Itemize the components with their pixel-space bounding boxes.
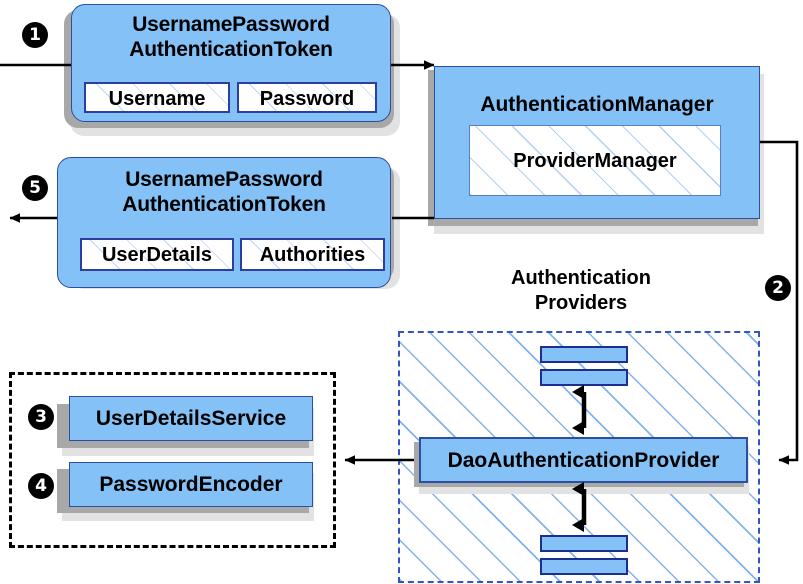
response-token-title: UsernamePassword AuthenticationToken <box>58 167 390 217</box>
provider-manager-box[interactable]: ProviderManager <box>469 125 721 196</box>
step-badge-5: 5 <box>22 175 48 201</box>
response-token-title-line1: UsernamePassword <box>125 168 323 191</box>
dao-authentication-provider-card[interactable]: DaoAuthenticationProvider <box>419 437 748 483</box>
authentication-provider-bar-2[interactable] <box>540 369 628 386</box>
request-token-card[interactable]: UsernamePassword AuthenticationToken Use… <box>71 4 391 122</box>
response-token-slot-userdetails[interactable]: UserDetails <box>80 238 234 271</box>
step-badge-4: 4 <box>28 473 54 499</box>
step-badge-2: 2 <box>765 275 791 301</box>
step-badge-1: 1 <box>22 22 48 48</box>
authentication-provider-bar-4[interactable] <box>540 558 628 575</box>
provider-manager-label: ProviderManager <box>513 150 677 172</box>
response-token-slot-authorities[interactable]: Authorities <box>240 238 385 271</box>
userdetailsservice-card[interactable]: UserDetailsService <box>69 396 313 441</box>
authentication-providers-label-line1: Authentication <box>511 267 651 289</box>
line-manager-to-provider <box>760 140 799 465</box>
authentication-provider-bar-3[interactable] <box>540 535 628 552</box>
request-token-title: UsernamePassword AuthenticationToken <box>72 12 390 62</box>
authentication-providers-label: Authentication Providers <box>470 266 692 316</box>
request-token-title-line1: UsernamePassword <box>132 13 330 36</box>
authentication-provider-bar-1[interactable] <box>540 346 628 363</box>
authentication-manager-title: AuthenticationManager <box>480 93 714 116</box>
passwordencoder-card[interactable]: PasswordEncoder <box>69 462 313 507</box>
request-token-slot-username[interactable]: Username <box>84 82 230 113</box>
request-token-title-line2: AuthenticationToken <box>129 38 333 61</box>
response-token-title-line2: AuthenticationToken <box>122 193 326 216</box>
authentication-providers-label-line2: Providers <box>534 292 628 314</box>
response-token-card[interactable]: UsernamePassword AuthenticationToken Use… <box>57 157 391 288</box>
authentication-manager-card[interactable]: AuthenticationManager ProviderManager <box>434 66 760 219</box>
request-token-slot-password[interactable]: Password <box>237 82 377 113</box>
step-badge-3: 3 <box>28 404 54 430</box>
